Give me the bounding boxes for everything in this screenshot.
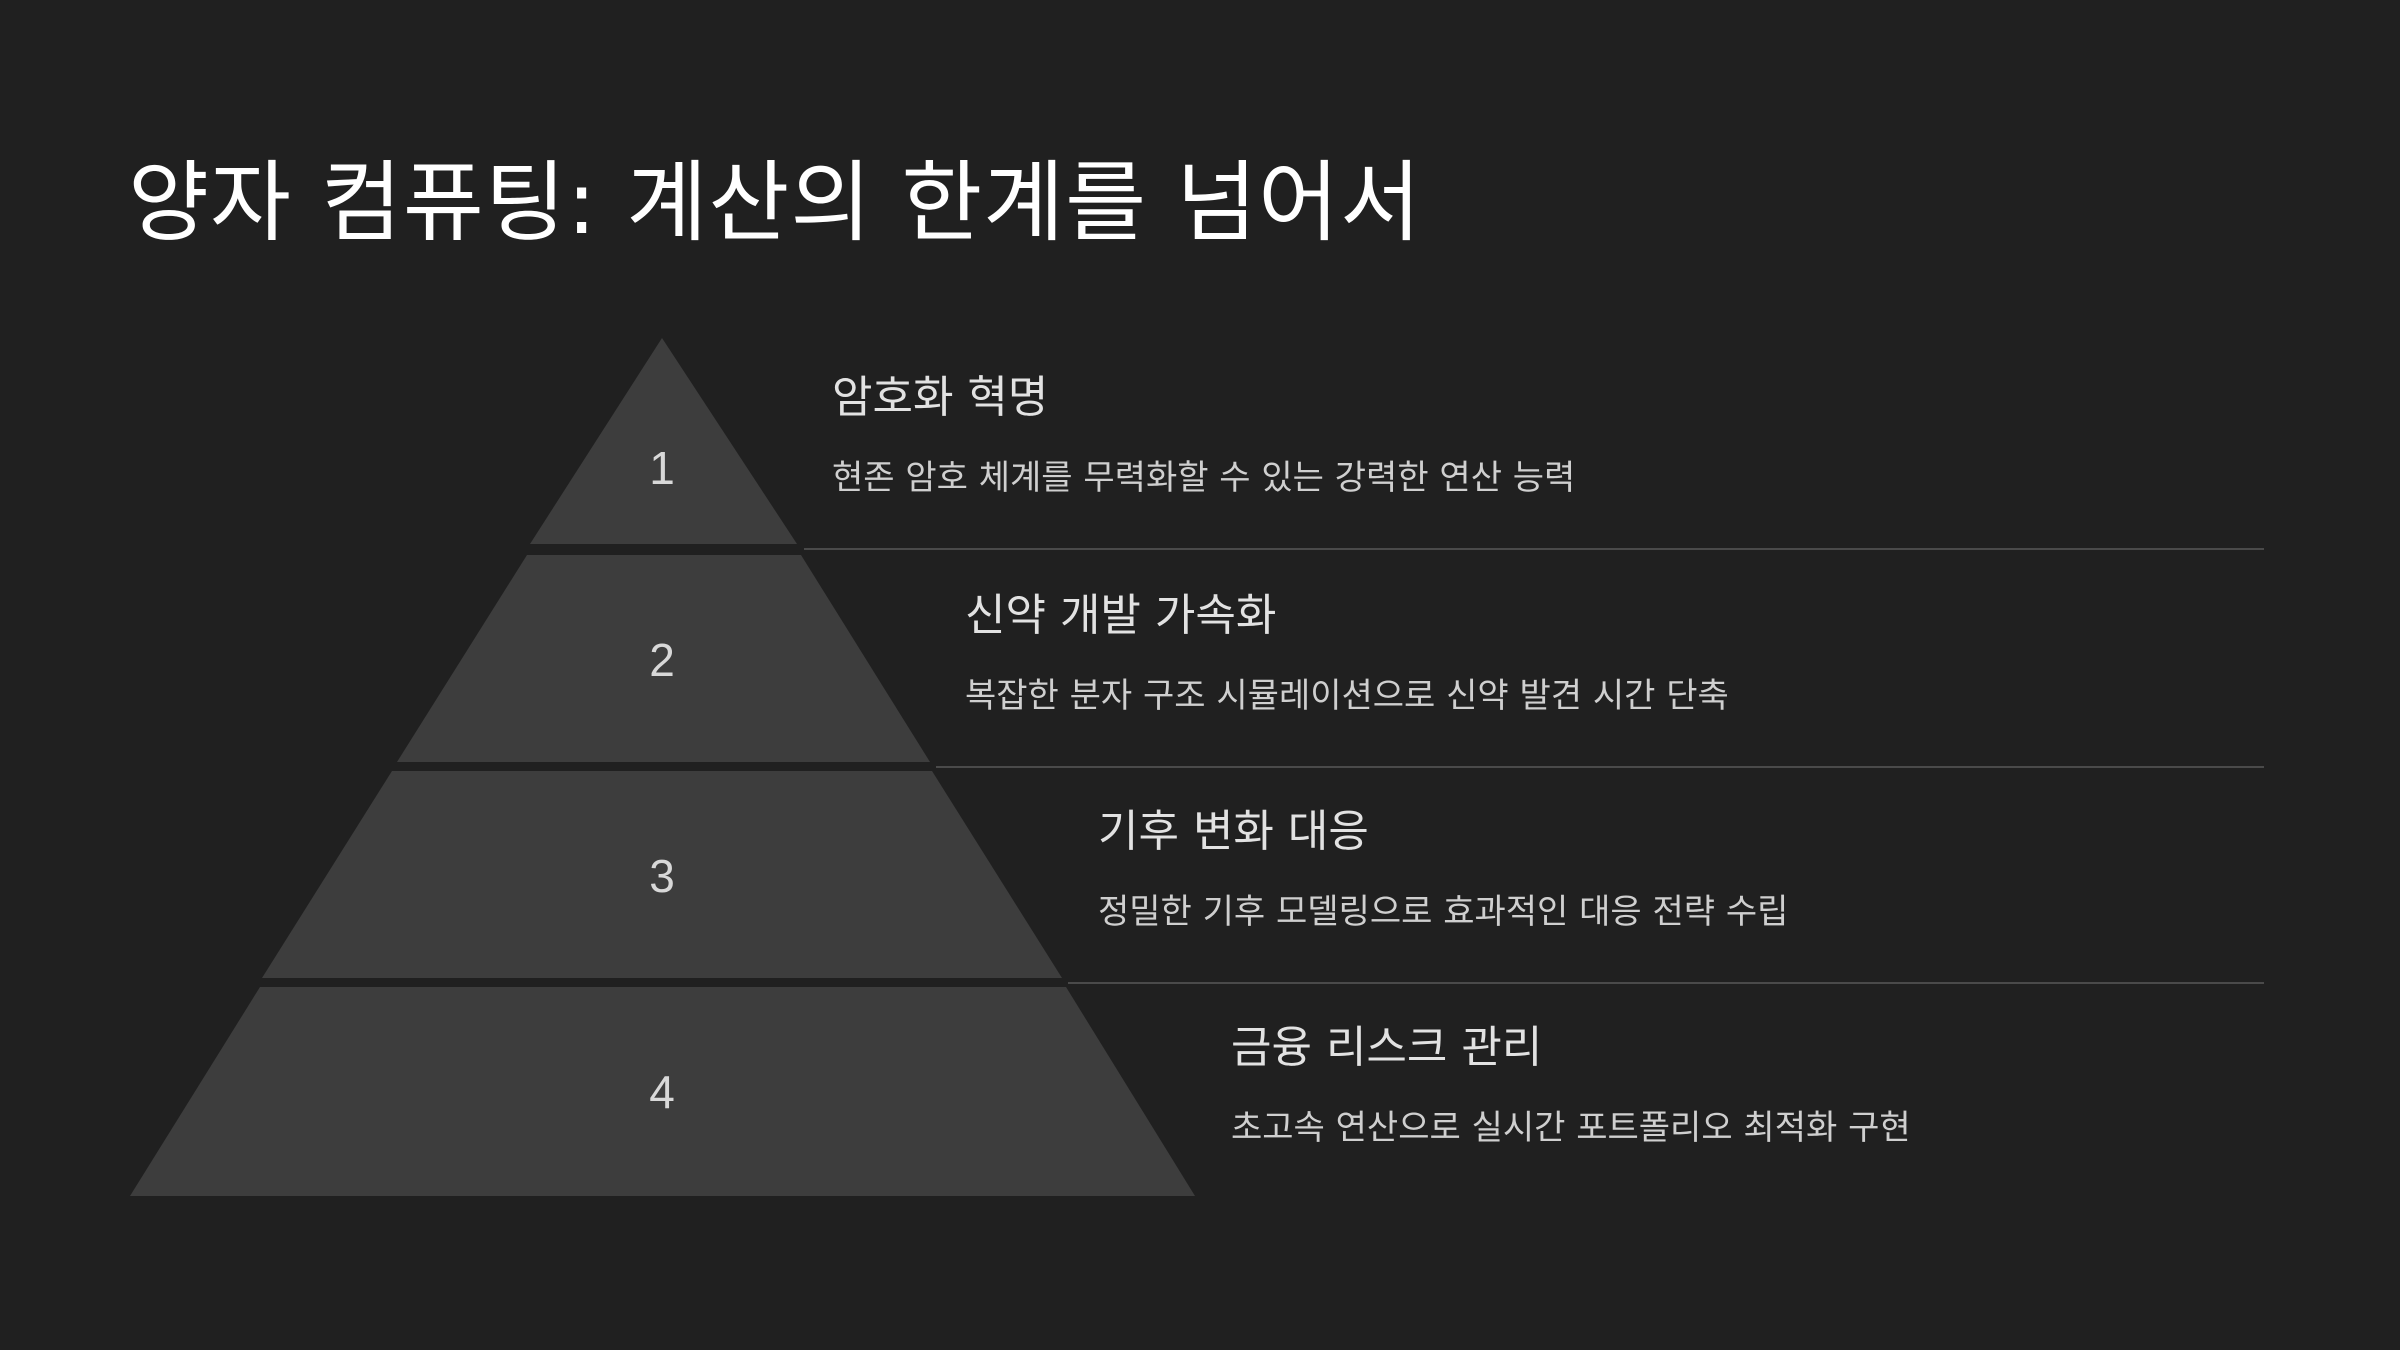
level-number-3: 3 (649, 850, 675, 902)
level-1-divider (804, 548, 2264, 550)
slide-title: 양자 컴퓨팅: 계산의 한계를 넘어서 (128, 151, 1422, 254)
level-1-description: 현존 암호 체계를 무력화할 수 있는 강력한 연산 능력 (832, 458, 1576, 498)
pyramid-tier-4 (130, 987, 1195, 1196)
level-number-2: 2 (649, 634, 675, 686)
pyramid-tier-1 (530, 338, 797, 544)
pyramid-tier-3 (262, 771, 1062, 978)
level-3-divider (1068, 982, 2264, 984)
level-2-divider (936, 766, 2264, 768)
pyramid-tier-2 (397, 555, 930, 762)
level-2-heading: 신약 개발 가속화 (965, 590, 1277, 641)
level-4-description: 초고속 연산으로 실시간 포트폴리오 최적화 구현 (1231, 1108, 1911, 1148)
level-3-heading: 기후 변화 대응 (1098, 806, 1369, 857)
level-2-description: 복잡한 분자 구조 시뮬레이션으로 신약 발견 시간 단축 (965, 676, 1729, 716)
level-4-heading: 금융 리스크 관리 (1231, 1022, 1543, 1073)
level-number-4: 4 (649, 1066, 675, 1118)
level-number-1: 1 (649, 442, 675, 494)
level-1-heading: 암호화 혁명 (832, 372, 1049, 423)
level-3-description: 정밀한 기후 모델링으로 효과적인 대응 전략 수립 (1098, 892, 1789, 932)
